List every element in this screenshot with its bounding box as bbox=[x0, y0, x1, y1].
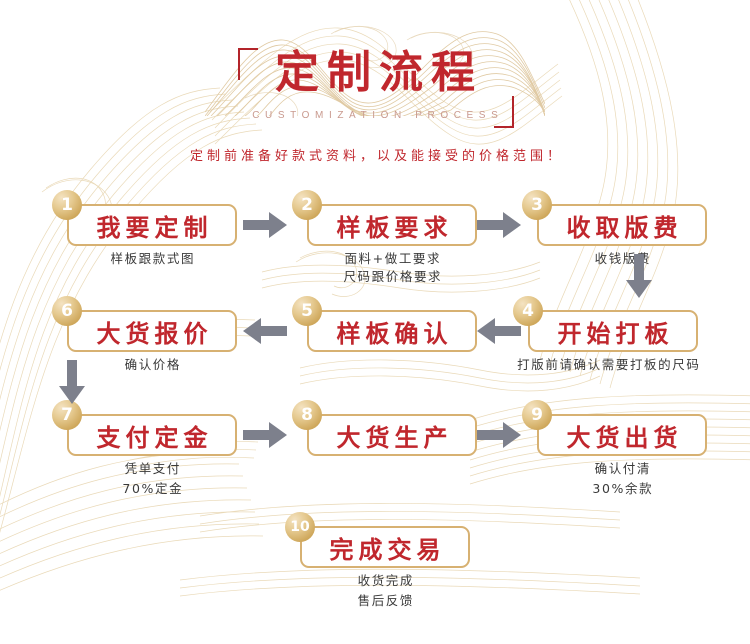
step-1-badge: 1 bbox=[52, 190, 82, 220]
tagline: 定制前准备好款式资料，以及能接受的价格范围！ bbox=[189, 148, 564, 163]
step-8-badge: 8 bbox=[292, 400, 322, 430]
arrow-step6-to-step7 bbox=[59, 360, 85, 404]
step-1-caption-1: 样板跟款式图 bbox=[110, 251, 196, 266]
step-1-box[interactable]: 我要定制 bbox=[67, 204, 237, 246]
step-6-box[interactable]: 大货报价 bbox=[67, 310, 237, 352]
step-8-label: 大货生产 bbox=[336, 423, 453, 452]
step-6-badge: 6 bbox=[52, 296, 82, 326]
step-3-box[interactable]: 收取版费 bbox=[537, 204, 707, 246]
step-10-label: 完成交易 bbox=[329, 535, 446, 564]
step-10-box[interactable]: 完成交易 bbox=[300, 526, 470, 568]
step-6-caption-1: 确认价格 bbox=[124, 357, 181, 372]
step-7-caption-2: 70%定金 bbox=[122, 481, 184, 496]
step-4-label: 开始打板 bbox=[557, 319, 674, 348]
step-4-badge: 4 bbox=[513, 296, 543, 326]
step-3-badge: 3 bbox=[522, 190, 552, 220]
step-2-box[interactable]: 样板要求 bbox=[307, 204, 477, 246]
step-7-box[interactable]: 支付定金 bbox=[67, 414, 237, 456]
step-2-caption-2: 尺码跟价格要求 bbox=[343, 269, 443, 284]
arrow-step5-to-step6 bbox=[243, 318, 287, 344]
step-9-badge: 9 bbox=[522, 400, 552, 430]
step-5-label: 样板确认 bbox=[336, 319, 453, 348]
step-10-caption-1: 收货完成 bbox=[357, 573, 414, 588]
step-5-badge: 5 bbox=[292, 296, 322, 326]
arrow-step4-to-step5 bbox=[477, 318, 521, 344]
step-7-label: 支付定金 bbox=[96, 423, 213, 452]
step-2-badge: 2 bbox=[292, 190, 322, 220]
step-4-caption-1: 打版前请确认需要打板的尺码 bbox=[517, 357, 701, 372]
step-1-label: 我要定制 bbox=[96, 213, 213, 242]
step-6-label: 大货报价 bbox=[96, 319, 213, 348]
step-8-box[interactable]: 大货生产 bbox=[307, 414, 477, 456]
step-3-caption-1: 收钱版费 bbox=[594, 251, 651, 266]
step-3-label: 收取版费 bbox=[566, 213, 683, 242]
step-10-caption-2: 售后反馈 bbox=[357, 593, 414, 608]
arrow-step2-to-step3 bbox=[477, 212, 521, 238]
step-7-badge: 7 bbox=[52, 400, 82, 430]
step-7-caption-1: 凭单支付 bbox=[124, 461, 181, 476]
step-2-caption-1: 面料+做工要求 bbox=[344, 251, 442, 266]
step-9-caption-2: 30%余款 bbox=[592, 481, 654, 496]
step-9-label: 大货出货 bbox=[566, 423, 683, 452]
step-4-box[interactable]: 开始打板 bbox=[528, 310, 698, 352]
step-5-box[interactable]: 样板确认 bbox=[307, 310, 477, 352]
arrow-step8-to-step9 bbox=[477, 422, 521, 448]
step-9-caption-1: 确认付清 bbox=[594, 461, 651, 476]
step-10-badge: 10 bbox=[285, 512, 315, 542]
arrow-step3-to-step4 bbox=[626, 254, 652, 298]
step-9-box[interactable]: 大货出货 bbox=[537, 414, 707, 456]
arrow-step1-to-step2 bbox=[243, 212, 287, 238]
arrow-step7-to-step8 bbox=[243, 422, 287, 448]
step-2-label: 样板要求 bbox=[336, 213, 453, 242]
